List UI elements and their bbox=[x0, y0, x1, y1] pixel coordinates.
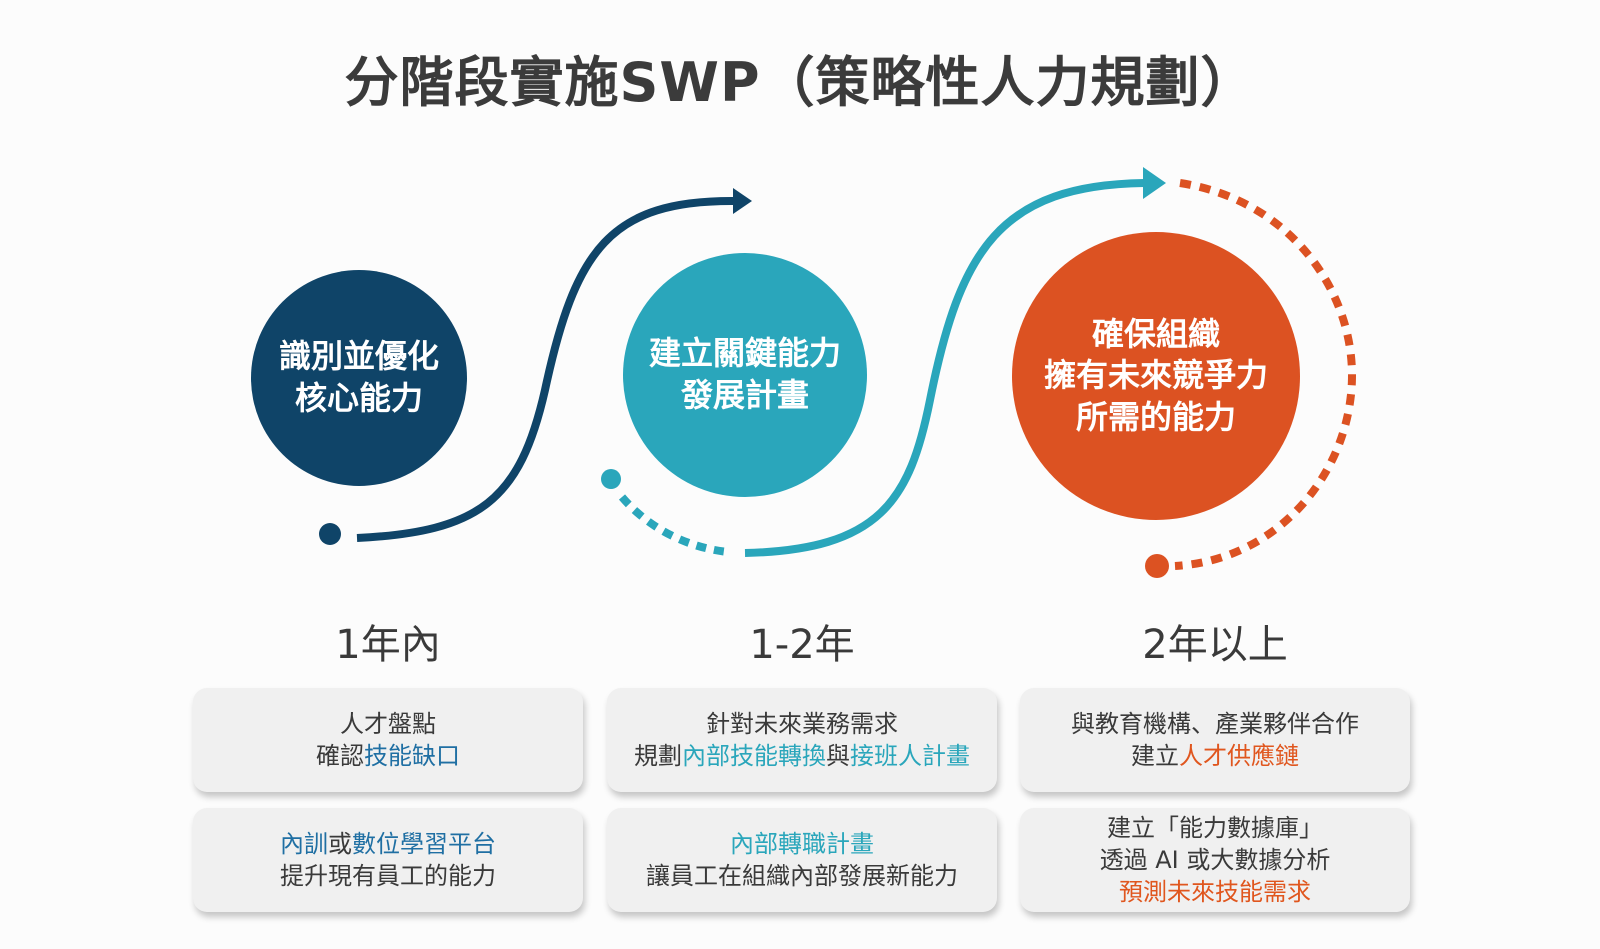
stage-3-circle-text: 確保組織 擁有未來競爭力 所需的能力 bbox=[1043, 314, 1268, 436]
page-title: 分階段實施SWP（策略性人力規劃） bbox=[344, 51, 1256, 114]
highlighted-text: 接班人計畫 bbox=[850, 742, 970, 770]
card-text-line: 確認技能缺口 bbox=[316, 740, 460, 772]
stage-2-circle-text: 建立關鍵能力 發展計畫 bbox=[648, 334, 841, 414]
stage-1-circle-text: 識別並優化 核心能力 bbox=[278, 337, 439, 417]
stage-1-period: 1年內 bbox=[335, 622, 441, 668]
stage-1-card-2: 內訓或數位學習平台提升現有員工的能力 bbox=[193, 808, 583, 912]
card-text-line: 建立人才供應鏈 bbox=[1131, 740, 1299, 772]
card-text-line: 預測未來技能需求 bbox=[1119, 876, 1311, 908]
stage-2-start-dot bbox=[601, 469, 621, 489]
highlighted-text: 預測未來技能需求 bbox=[1119, 878, 1311, 907]
card-text: 確認 bbox=[316, 742, 364, 770]
stage-3-card-2: 建立「能力數據庫」透過 AI 或大數據分析預測未來技能需求 bbox=[1020, 808, 1410, 912]
stage-3-circle: 確保組織 擁有未來競爭力 所需的能力 bbox=[1012, 232, 1300, 520]
stage-1-start-dot bbox=[319, 523, 341, 545]
card-text-line: 讓員工在組織內部發展新能力 bbox=[646, 860, 958, 892]
card-text-line: 針對未來業務需求 bbox=[706, 708, 898, 740]
stage-2-card-1: 針對未來業務需求規劃內部技能轉換與接班人計畫 bbox=[607, 688, 997, 792]
stage-3-card-1: 與教育機構、產業夥伴合作建立人才供應鏈 bbox=[1020, 688, 1410, 792]
stage-3-dotted-orbit bbox=[1174, 179, 1357, 570]
stage-3-period: 2年以上 bbox=[1142, 622, 1288, 668]
stage-2-period: 1-2年 bbox=[749, 622, 855, 668]
card-text: 透過 AI 或大數據分析 bbox=[1099, 845, 1331, 874]
card-text: 人才盤點 bbox=[340, 709, 436, 738]
card-text: 與教育機構、產業夥伴合作 bbox=[1071, 709, 1359, 738]
card-text: 讓員工在組織內部發展新能力 bbox=[646, 862, 958, 890]
stage-2-arrow bbox=[744, 179, 1146, 557]
highlighted-text: 內訓 bbox=[280, 829, 328, 858]
stage-2-dotted-lead bbox=[618, 494, 729, 556]
stage-2-arrowhead-icon bbox=[1143, 167, 1166, 199]
card-text-line: 與教育機構、產業夥伴合作 bbox=[1071, 708, 1359, 740]
highlighted-text: 內部技能轉換 bbox=[682, 742, 826, 770]
highlighted-text: 內部轉職計畫 bbox=[730, 829, 874, 858]
card-text: 與 bbox=[826, 742, 850, 770]
card-text-line: 規劃內部技能轉換與接班人計畫 bbox=[634, 740, 970, 772]
card-text-line: 內部轉職計畫 bbox=[730, 828, 874, 860]
card-text-line: 內訓或數位學習平台 bbox=[280, 828, 496, 860]
stage-2-card-2: 內部轉職計畫讓員工在組織內部發展新能力 bbox=[607, 808, 997, 912]
highlighted-text: 數位學習平台 bbox=[352, 829, 496, 858]
stage-1-arrow bbox=[356, 196, 736, 542]
card-text: 規劃 bbox=[634, 742, 682, 770]
stage-1-arrowhead-icon bbox=[733, 188, 752, 214]
card-text: 針對未來業務需求 bbox=[706, 709, 898, 738]
card-text: 或 bbox=[328, 829, 352, 858]
card-text-line: 建立「能力數據庫」 bbox=[1107, 812, 1323, 844]
card-text-line: 透過 AI 或大數據分析 bbox=[1100, 844, 1331, 876]
highlighted-text: 人才供應鏈 bbox=[1179, 742, 1299, 770]
card-text: 建立 bbox=[1131, 742, 1179, 770]
card-text-line: 提升現有員工的能力 bbox=[280, 860, 496, 892]
card-text: 提升現有員工的能力 bbox=[280, 862, 496, 890]
stage-3-end-dot bbox=[1145, 554, 1169, 578]
card-text: 建立「能力數據庫」 bbox=[1107, 813, 1323, 842]
card-text-line: 人才盤點 bbox=[340, 708, 436, 740]
stage-1-card-1: 人才盤點確認技能缺口 bbox=[193, 688, 583, 792]
highlighted-text: 技能缺口 bbox=[364, 742, 460, 770]
stage-2-circle: 建立關鍵能力 發展計畫 bbox=[623, 253, 867, 497]
stage-1-circle: 識別並優化 核心能力 bbox=[251, 270, 467, 486]
